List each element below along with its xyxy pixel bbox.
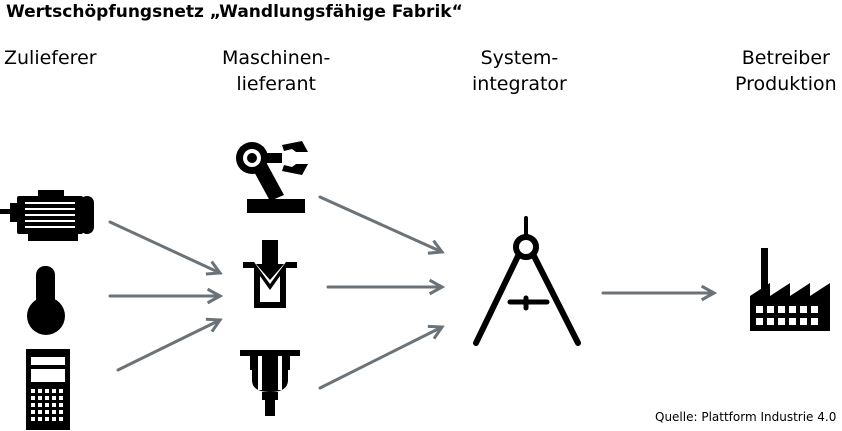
column-label-line: Zulieferer — [4, 47, 97, 69]
arrow-machine-spindle-to-integrator — [318, 327, 442, 390]
press-brake-icon — [243, 240, 297, 308]
spindle-icon — [240, 350, 300, 416]
factory-icon — [750, 248, 830, 331]
column-label-zulieferer: Zulieferer — [4, 45, 97, 71]
column-label-line: System- — [480, 47, 559, 69]
column-label-line: Betreiber — [741, 47, 830, 69]
column-label-betreiber: Betreiber Produktion — [735, 45, 837, 97]
arrow-supplier-controller-to-machine — [116, 320, 220, 372]
controller-icon — [26, 349, 70, 430]
compass-icon — [473, 216, 581, 346]
column-label-line: integrator — [472, 73, 567, 95]
source-note: Quelle: Plattform Industrie 4.0 — [655, 410, 837, 424]
arrow-supplier-motor-to-machine — [108, 220, 220, 273]
column-label-line: Produktion — [735, 73, 837, 95]
column-label-line: Maschinen- — [222, 47, 331, 69]
robot-arm-icon — [236, 141, 308, 213]
diagram-title: Wertschöpfungsnetz „Wandlungsfähige Fabr… — [6, 2, 463, 22]
column-label-systemintegrator: System- integrator — [472, 45, 567, 97]
column-label-maschinenlieferant: Maschinen- lieferant — [222, 45, 330, 97]
column-label-line: lieferant — [236, 73, 316, 95]
electric-motor-icon — [0, 190, 94, 241]
arrow-machine-robot-to-integrator — [318, 195, 442, 252]
sensor-icon — [27, 266, 65, 335]
